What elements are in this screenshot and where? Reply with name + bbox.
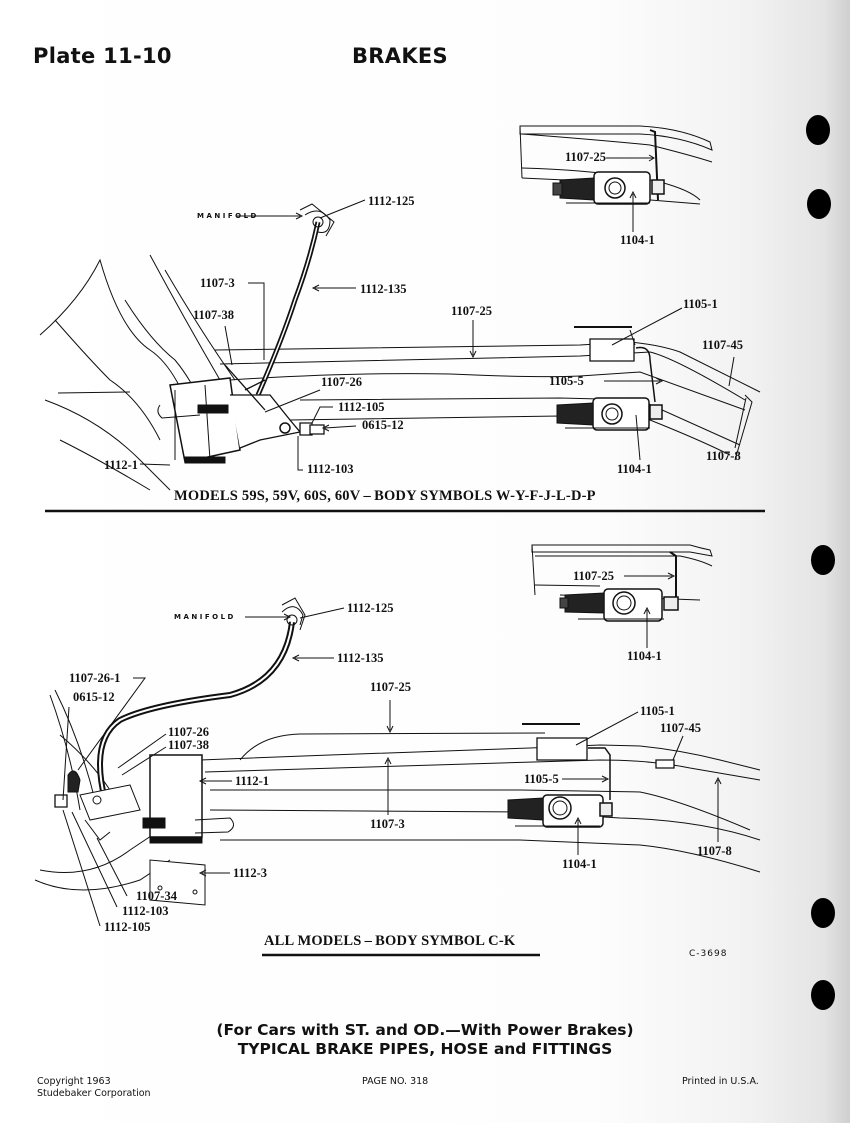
label-1112-1-bottom: 1112-1 [235, 774, 270, 788]
label-1112-105-bottom: 1112-105 [104, 920, 151, 934]
binder-hole [811, 980, 835, 1010]
vacuum-hose-top [258, 204, 334, 395]
copyright: Copyright 1963 Studebaker Corporation [37, 1076, 151, 1100]
inset-wheel-cylinder-bottom [560, 589, 678, 621]
label-1107-34: 1107-34 [136, 889, 177, 903]
label-1112-135: 1112-135 [360, 282, 407, 296]
vacuum-hose-bottom [100, 598, 305, 800]
printed-in: Printed in U.S.A. [682, 1076, 759, 1087]
page-subtitle: (For Cars with ST. and OD.—With Power Br… [216, 1021, 634, 1039]
plate-number: Plate 11-10 [33, 44, 172, 68]
label-1107-25: 1107-25 [451, 304, 492, 318]
top-diagram-caption: MODELS 59S, 59V, 60S, 60V – BODY SYMBOLS… [174, 488, 596, 504]
booster-top [158, 365, 324, 463]
label-1112-105: 1112-105 [338, 400, 385, 414]
label-manifold-bottom: MANIFOLD [174, 613, 236, 621]
label-1104-1-inset-bottom: 1104-1 [627, 649, 662, 663]
label-1112-135-bottom: 1112-135 [337, 651, 384, 665]
junction-block-top [574, 327, 655, 402]
leaders-bottom [63, 608, 721, 926]
label-1105-1-bottom: 1105-1 [640, 704, 675, 718]
label-1107-45-bottom: 1107-45 [660, 721, 701, 735]
label-1104-1-bottom: 1104-1 [562, 857, 597, 871]
label-1104-1-inset: 1104-1 [620, 233, 655, 247]
label-1107-25-bottom: 1107-25 [370, 680, 411, 694]
leaders-top [140, 200, 746, 470]
label-1107-3-bottom: 1107-3 [370, 817, 405, 831]
page-number: PAGE NO. 318 [362, 1076, 429, 1087]
label-1112-103: 1112-103 [307, 462, 354, 476]
label-1107-38-bottom: 1107-38 [168, 738, 209, 752]
label-1107-25-inset: 1107-25 [565, 150, 606, 164]
binder-hole [811, 545, 835, 575]
label-1107-26-1: 1107-26-1 [69, 671, 121, 685]
label-1107-26-bottom: 1107-26 [168, 725, 209, 739]
frame-rail-bottom [200, 733, 760, 872]
binder-hole [807, 189, 831, 219]
page-title: TYPICAL BRAKE PIPES, HOSE and FITTINGS [237, 1040, 613, 1058]
wheel-cylinder-top [557, 398, 662, 430]
copyright-line-1: Copyright 1963 [37, 1076, 111, 1087]
label-1112-1: 1112-1 [104, 458, 139, 472]
label-1107-26: 1107-26 [321, 375, 362, 389]
section-title: BRAKES [352, 44, 448, 68]
label-1107-45: 1107-45 [702, 338, 743, 352]
junction-block-bottom [522, 724, 674, 800]
label-1107-8-bottom: 1107-8 [697, 844, 732, 858]
label-1105-1: 1105-1 [683, 297, 718, 311]
label-1112-103-bottom: 1112-103 [122, 904, 169, 918]
label-manifold: MANIFOLD [197, 212, 259, 220]
inset-wheel-cylinder [553, 172, 664, 204]
body-contours-top [40, 255, 235, 490]
label-1107-3: 1107-3 [200, 276, 235, 290]
label-1104-1: 1104-1 [617, 462, 652, 476]
label-1112-125-bottom: 1112-125 [347, 601, 394, 615]
label-1105-5-bottom: 1105-5 [524, 772, 559, 786]
label-1107-8: 1107-8 [706, 449, 741, 463]
binder-hole [811, 898, 835, 928]
label-1112-125: 1112-125 [368, 194, 415, 208]
label-1107-25-inset-bottom: 1107-25 [573, 569, 614, 583]
bottom-diagram-caption: ALL MODELS – BODY SYMBOL C-K [264, 933, 516, 949]
wheel-cylinder-bottom [508, 795, 612, 827]
binder-hole [806, 115, 830, 145]
label-0615-12-bottom: 0615-12 [73, 690, 115, 704]
label-1105-5: 1105-5 [549, 374, 584, 388]
label-1112-3: 1112-3 [233, 866, 268, 880]
booster-bottom [55, 755, 234, 905]
figure-number: C-3698 [689, 949, 728, 959]
label-1107-38: 1107-38 [193, 308, 234, 322]
label-0615-12: 0615-12 [362, 418, 404, 432]
copyright-line-2: Studebaker Corporation [37, 1088, 151, 1099]
